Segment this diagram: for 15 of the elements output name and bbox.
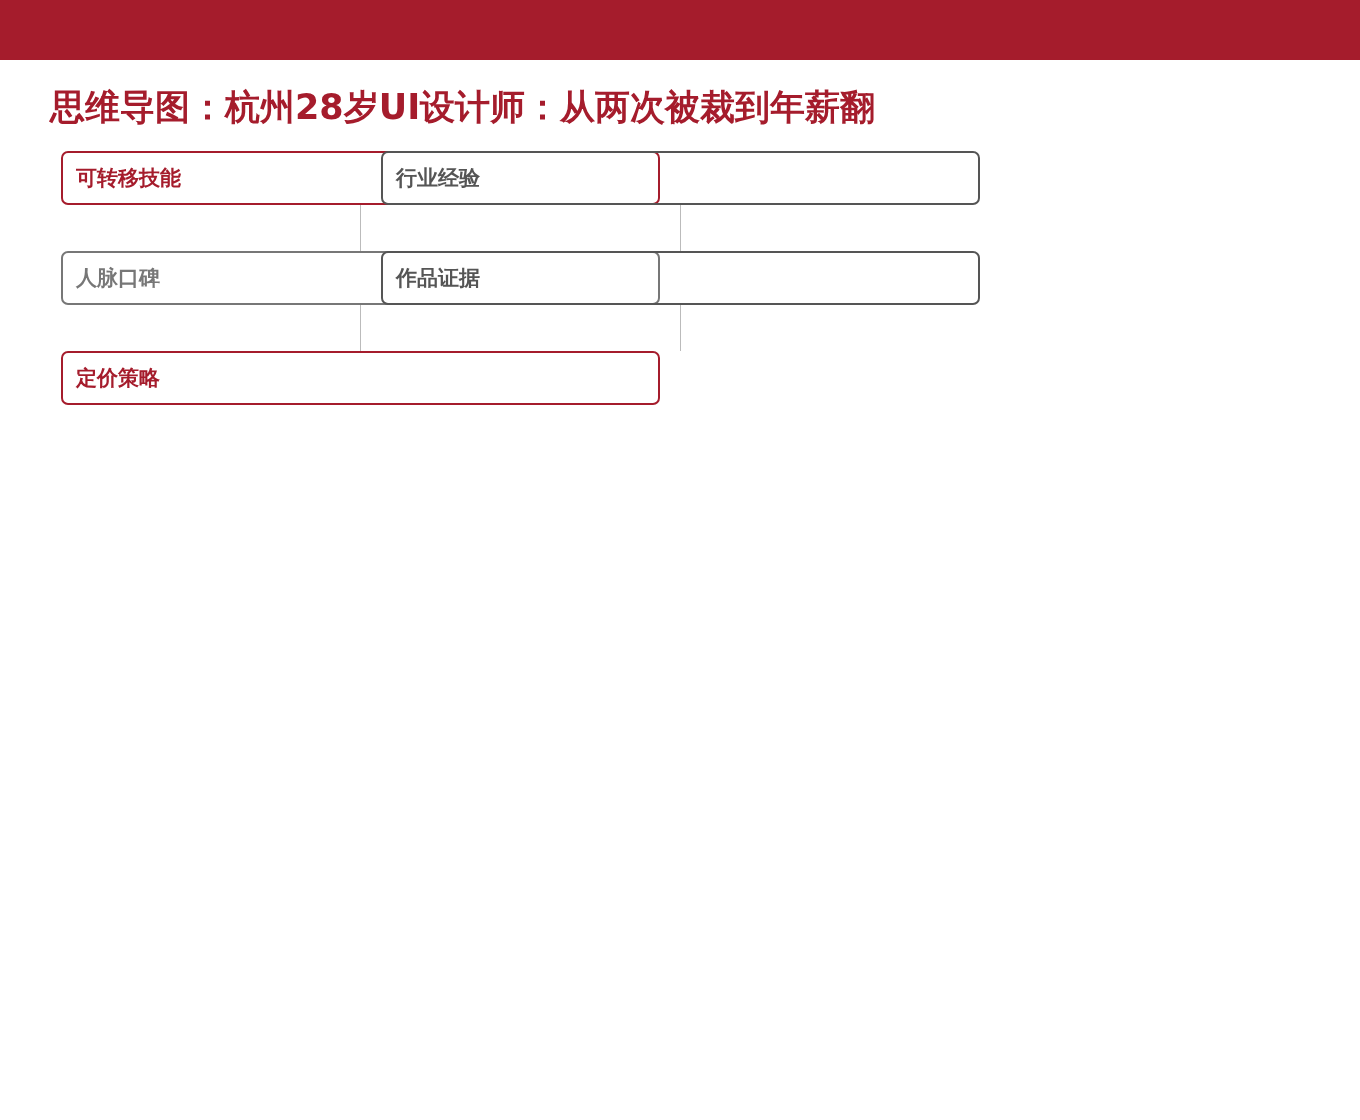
topic-box — [61, 251, 660, 305]
topic-box — [61, 351, 660, 405]
topic-box — [381, 251, 980, 305]
connector-line — [360, 204, 361, 252]
diagram-title: 思维导图：杭州28岁UI设计师：从两次被裁到年薪翻 — [50, 86, 876, 129]
topic-box — [381, 151, 980, 205]
topic-label: 人脉口碑 — [76, 265, 160, 292]
topic-label: 作品证据 — [396, 265, 480, 292]
connector-line — [680, 204, 681, 252]
connector-line — [360, 304, 361, 352]
topic-label: 行业经验 — [396, 165, 480, 192]
topic-label: 可转移技能 — [76, 165, 181, 192]
topic-box — [61, 151, 660, 205]
connector-line — [680, 304, 681, 352]
topic-label: 定价策略 — [76, 365, 160, 392]
